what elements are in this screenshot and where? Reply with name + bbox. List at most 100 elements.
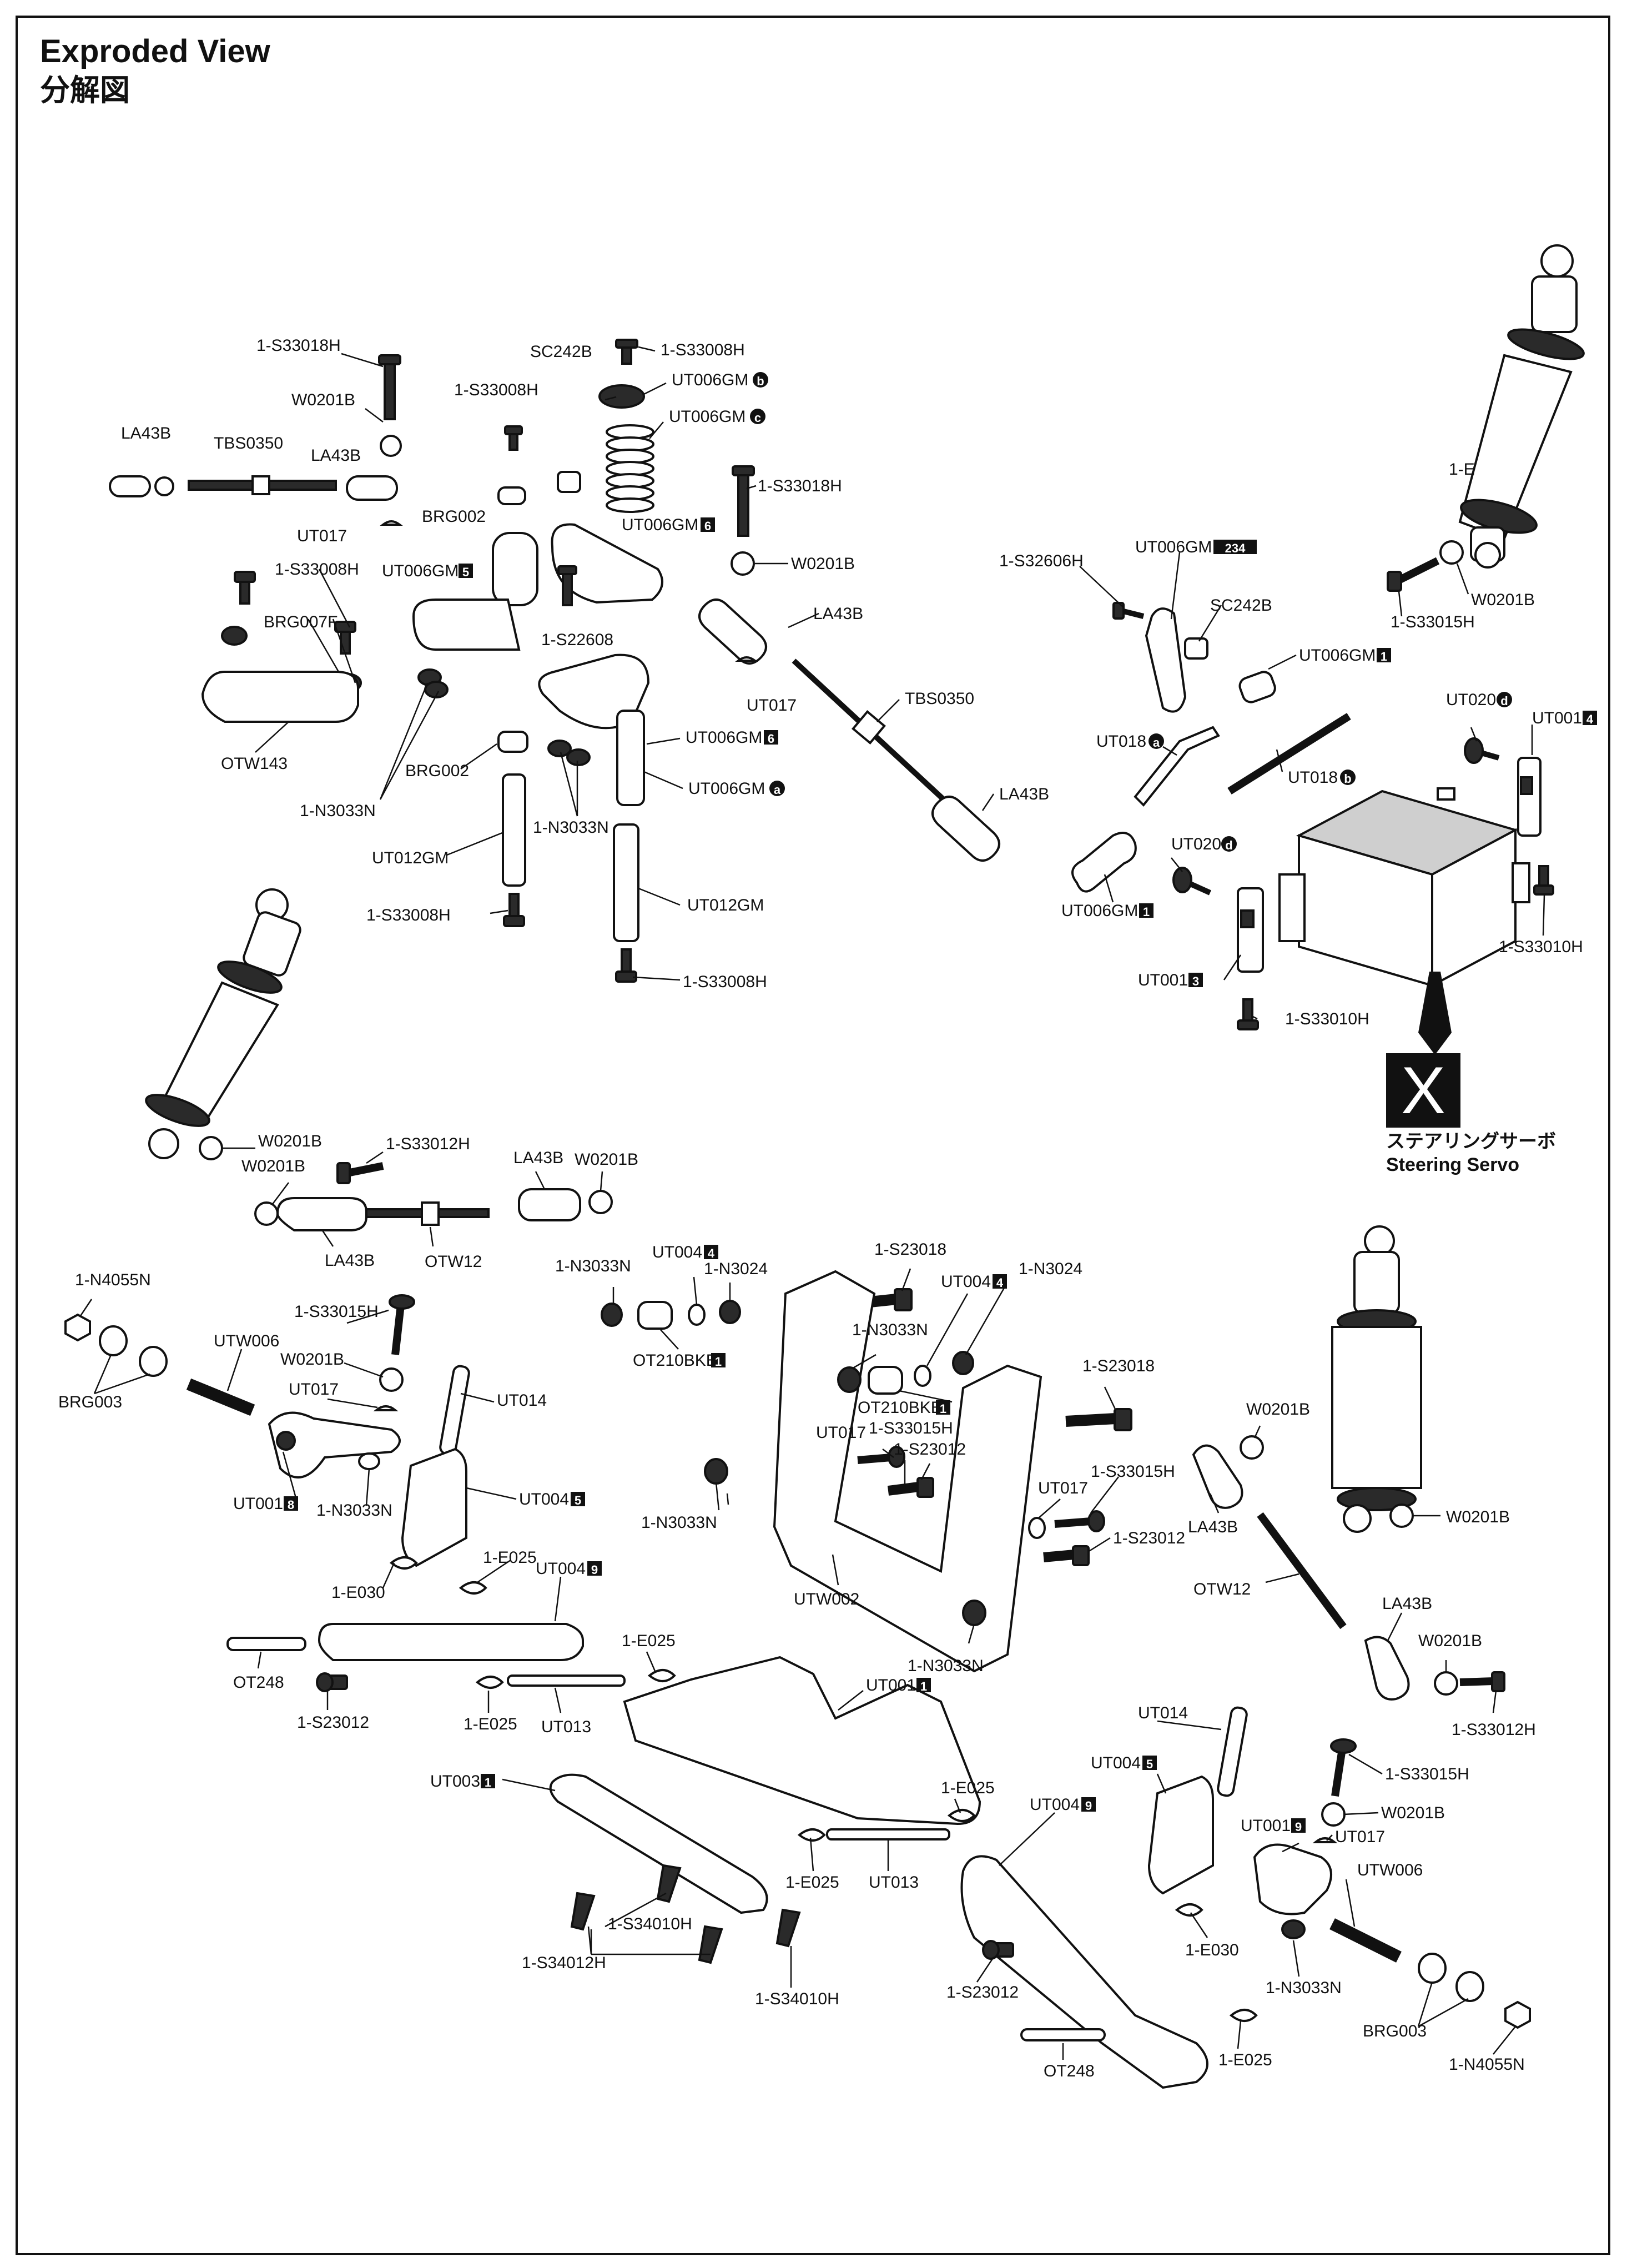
label-ut006gm-6a: UT006GM 6	[622, 516, 715, 534]
part-pin-ot248-b	[1020, 2028, 1106, 2041]
label-la43b-b: LA43B	[311, 446, 361, 465]
label-s33015h-a: 1-S33015H	[1391, 613, 1475, 631]
part-ut017-d	[1028, 1517, 1046, 1539]
part-ball-w0201b-i	[1389, 1503, 1414, 1528]
part-screw-c	[234, 571, 256, 605]
part-screw-s33010h-a	[1533, 865, 1554, 896]
part-screw-small-b	[615, 339, 638, 365]
part-bellcrank-right	[551, 523, 663, 604]
label-ut004-9b: UT004 9	[1030, 1796, 1096, 1814]
part-screw-s33012h-a	[336, 1162, 384, 1184]
label-ut006gm-6b: UT006GM 6	[686, 728, 778, 747]
part-ball-stud-ot210bkb-a	[637, 1301, 673, 1330]
part-nut-n3024-a	[719, 1300, 741, 1324]
part-arm-ut004-9b	[960, 1855, 1208, 2089]
part-nut-n4055n-b	[1504, 2000, 1531, 2029]
label-brg002-a: BRG002	[422, 507, 486, 526]
part-ut017-cup	[380, 520, 403, 526]
part-rod-end-right	[346, 475, 398, 501]
label-s33018h-b: 1-S33018H	[758, 477, 842, 495]
svg-text:6: 6	[704, 519, 711, 533]
part-screw-s32606h	[1112, 602, 1145, 620]
label-la43b-e: LA43B	[513, 1149, 563, 1167]
part-nut-n3033n-e	[837, 1366, 862, 1393]
part-bearing-brg003-b1	[1418, 1953, 1447, 1984]
label-ut006gm-5: UT006GM 5	[382, 562, 473, 580]
svg-text:5: 5	[575, 1493, 581, 1507]
part-ut017-c	[373, 1405, 399, 1411]
part-ball-stud-ot210bkb-b	[868, 1366, 903, 1395]
label-w0201b-h: W0201B	[1246, 1400, 1310, 1419]
svg-text:8: 8	[288, 1498, 294, 1512]
label-utw006-b: UTW006	[1357, 1861, 1423, 1879]
part-eclip-e025-a	[459, 1581, 487, 1595]
svg-text:1: 1	[920, 1679, 927, 1693]
callout-label-en: Steering Servo	[1386, 1154, 1519, 1175]
label-s33008h-a: 1-S33008H	[454, 381, 538, 399]
label-s33010h-b: 1-S33010H	[1285, 1010, 1369, 1028]
part-screw-ut020-b	[1172, 867, 1212, 896]
label-ot248-a: OT248	[233, 1673, 284, 1692]
part-eclip-e025-d	[947, 1809, 976, 1822]
label-otw12-b: OTW12	[1193, 1580, 1251, 1598]
label-w0201b-k: W0201B	[1381, 1804, 1445, 1822]
label-s33015h-d: 1-S33015H	[1091, 1462, 1175, 1481]
label-s23018-a: 1-S23018	[874, 1240, 946, 1259]
label-s33018h-a: 1-S33018H	[256, 336, 341, 355]
label-s23012-a: 1-S23012	[894, 1440, 966, 1459]
part-lower-crank	[538, 653, 650, 730]
part-hub-carrier-ut001-8	[268, 1411, 401, 1479]
part-spring-top	[606, 424, 654, 513]
part-screw-s23012-d	[982, 1940, 1014, 1960]
part-eclip-e025-b	[475, 1676, 504, 1689]
label-s33008h-d: 1-S33008H	[366, 906, 451, 924]
label-ut006gm-1a: UT006GM 1	[1299, 646, 1391, 665]
part-axle-utw006-a	[186, 1378, 255, 1416]
svg-text:OT210BKB: OT210BKB	[858, 1399, 942, 1417]
part-nut-n4055n-a	[64, 1313, 91, 1342]
label-s33015h-e: 1-S33015H	[1385, 1765, 1469, 1783]
part-washer-ut004-4a	[688, 1304, 706, 1326]
part-ball-w0201b-h	[1240, 1435, 1264, 1460]
svg-text:1: 1	[1381, 650, 1387, 663]
label-ut006gm-a: UT006GM a	[688, 780, 785, 798]
part-rod-end-la43b-d	[931, 796, 1000, 862]
label-s33008h-c: 1-S33008H	[275, 560, 359, 579]
svg-text:UT001: UT001	[1138, 971, 1188, 989]
label-ut013-a: UT013	[541, 1718, 591, 1736]
part-servo-mount-ut001-4	[1517, 757, 1542, 837]
svg-text:UT018: UT018	[1096, 732, 1146, 751]
part-nut-n3033n-g	[962, 1600, 986, 1626]
part-turnbuckle-otw12-a	[365, 1201, 490, 1226]
svg-text:UT006GM: UT006GM	[669, 408, 746, 426]
label-brg007f: BRG007F	[264, 613, 338, 631]
part-nut-c	[547, 740, 572, 757]
label-ut004-5a: UT004 5	[519, 1490, 585, 1508]
part-arm-ut004-9a	[318, 1623, 584, 1661]
part-ut017-f	[1312, 1837, 1338, 1843]
part-ball-w0201b-e	[588, 1190, 613, 1214]
label-ut017-f: UT017	[1335, 1828, 1385, 1846]
part-shock-top-right	[1458, 244, 1585, 569]
svg-text:a: a	[774, 783, 781, 797]
label-ot210bkb-a: OT210BKB 1	[633, 1351, 726, 1370]
label-ut006gm-234: UT006GM 234	[1135, 538, 1257, 556]
part-nut-sc242b-b	[1184, 637, 1208, 660]
part-eclip-e030-b	[1175, 1903, 1203, 1917]
label-e025-a: 1-E025	[483, 1548, 537, 1567]
part-ball-w0201b-d	[199, 1136, 223, 1160]
label-ut013-b: UT013	[869, 1873, 919, 1892]
part-screw-s33015h-b	[389, 1294, 415, 1355]
part-screw-s33015h-a	[1387, 557, 1440, 592]
svg-text:1: 1	[940, 1402, 946, 1416]
part-ball-w0201b-f	[254, 1201, 279, 1226]
label-tbs0350-a: TBS0350	[214, 434, 283, 452]
label-ut003-1: UT003 1	[430, 1772, 495, 1791]
part-bearing-brg003-a2	[139, 1346, 168, 1377]
callout-pointer	[1418, 972, 1452, 1055]
label-ut012gm-a: UT012GM	[372, 849, 449, 867]
svg-text:UT004: UT004	[519, 1490, 569, 1508]
label-shock-1e: 1-E	[1449, 460, 1475, 479]
part-brg002-b	[497, 731, 528, 753]
